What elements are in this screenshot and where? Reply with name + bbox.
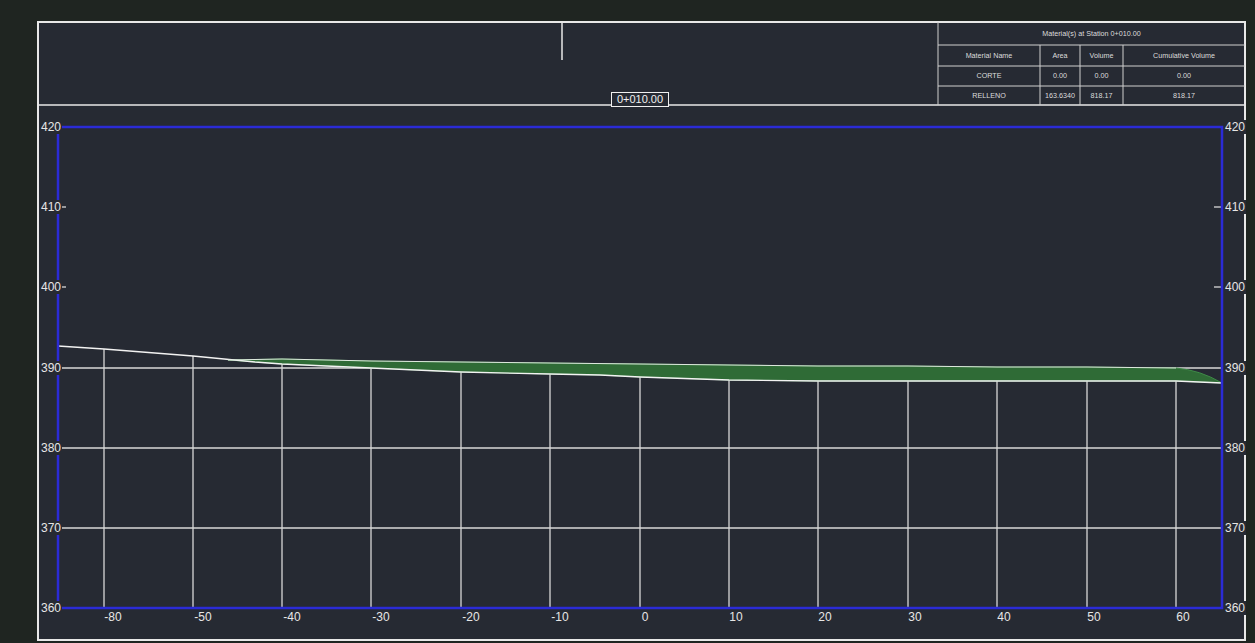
offset-label: -20 [461,610,480,624]
elevation-label: 370 [40,521,62,535]
elevation-label: 400 [40,280,62,294]
station-label: 0+010.00 [611,92,669,107]
table-cell: Material(s) at Station 0+010.00 [938,22,1245,45]
table-cell: Volume [1080,45,1123,66]
offset-label: 30 [907,610,922,624]
offset-label: -30 [371,610,390,624]
offset-label: 60 [1175,610,1190,624]
elevation-label: 360 [1224,601,1246,615]
offset-label: -50 [193,610,212,624]
elevation-label: 420 [1224,120,1246,134]
elevation-label: 390 [1224,361,1246,375]
table-cell: Area [1040,45,1080,66]
station-text: 0+010.00 [612,93,668,106]
elevation-label: 400 [1224,280,1246,294]
elevation-label: 390 [40,361,62,375]
elevation-label: 410 [40,200,62,214]
elevation-label: 380 [40,441,62,455]
table-cell: 0.00 [1040,66,1080,86]
table-cell: 818.17 [1080,86,1123,105]
offset-label: -10 [550,610,569,624]
offset-label: -80 [103,610,122,624]
elevation-label: 360 [40,601,62,615]
offset-label: 0 [641,610,650,624]
table-cell: Cumulative Volume [1123,45,1245,66]
table-cell: 163.6340 [1040,86,1080,105]
offset-label: 50 [1086,610,1101,624]
table-cell: Material Name [938,45,1040,66]
elevation-label: 420 [40,120,62,134]
offset-label: -40 [282,610,301,624]
table-cell: 0.00 [1080,66,1123,86]
table-cell: 0.00 [1123,66,1245,86]
elevation-label: 410 [1224,200,1246,214]
table-cell: RELLENO [938,86,1040,105]
offset-label: 20 [817,610,832,624]
elevation-label: 370 [1224,521,1246,535]
elevation-label: 380 [1224,441,1246,455]
offset-label: 10 [728,610,743,624]
table-cell: CORTE [938,66,1040,86]
table-cell: 818.17 [1123,86,1245,105]
offset-label: 40 [996,610,1011,624]
